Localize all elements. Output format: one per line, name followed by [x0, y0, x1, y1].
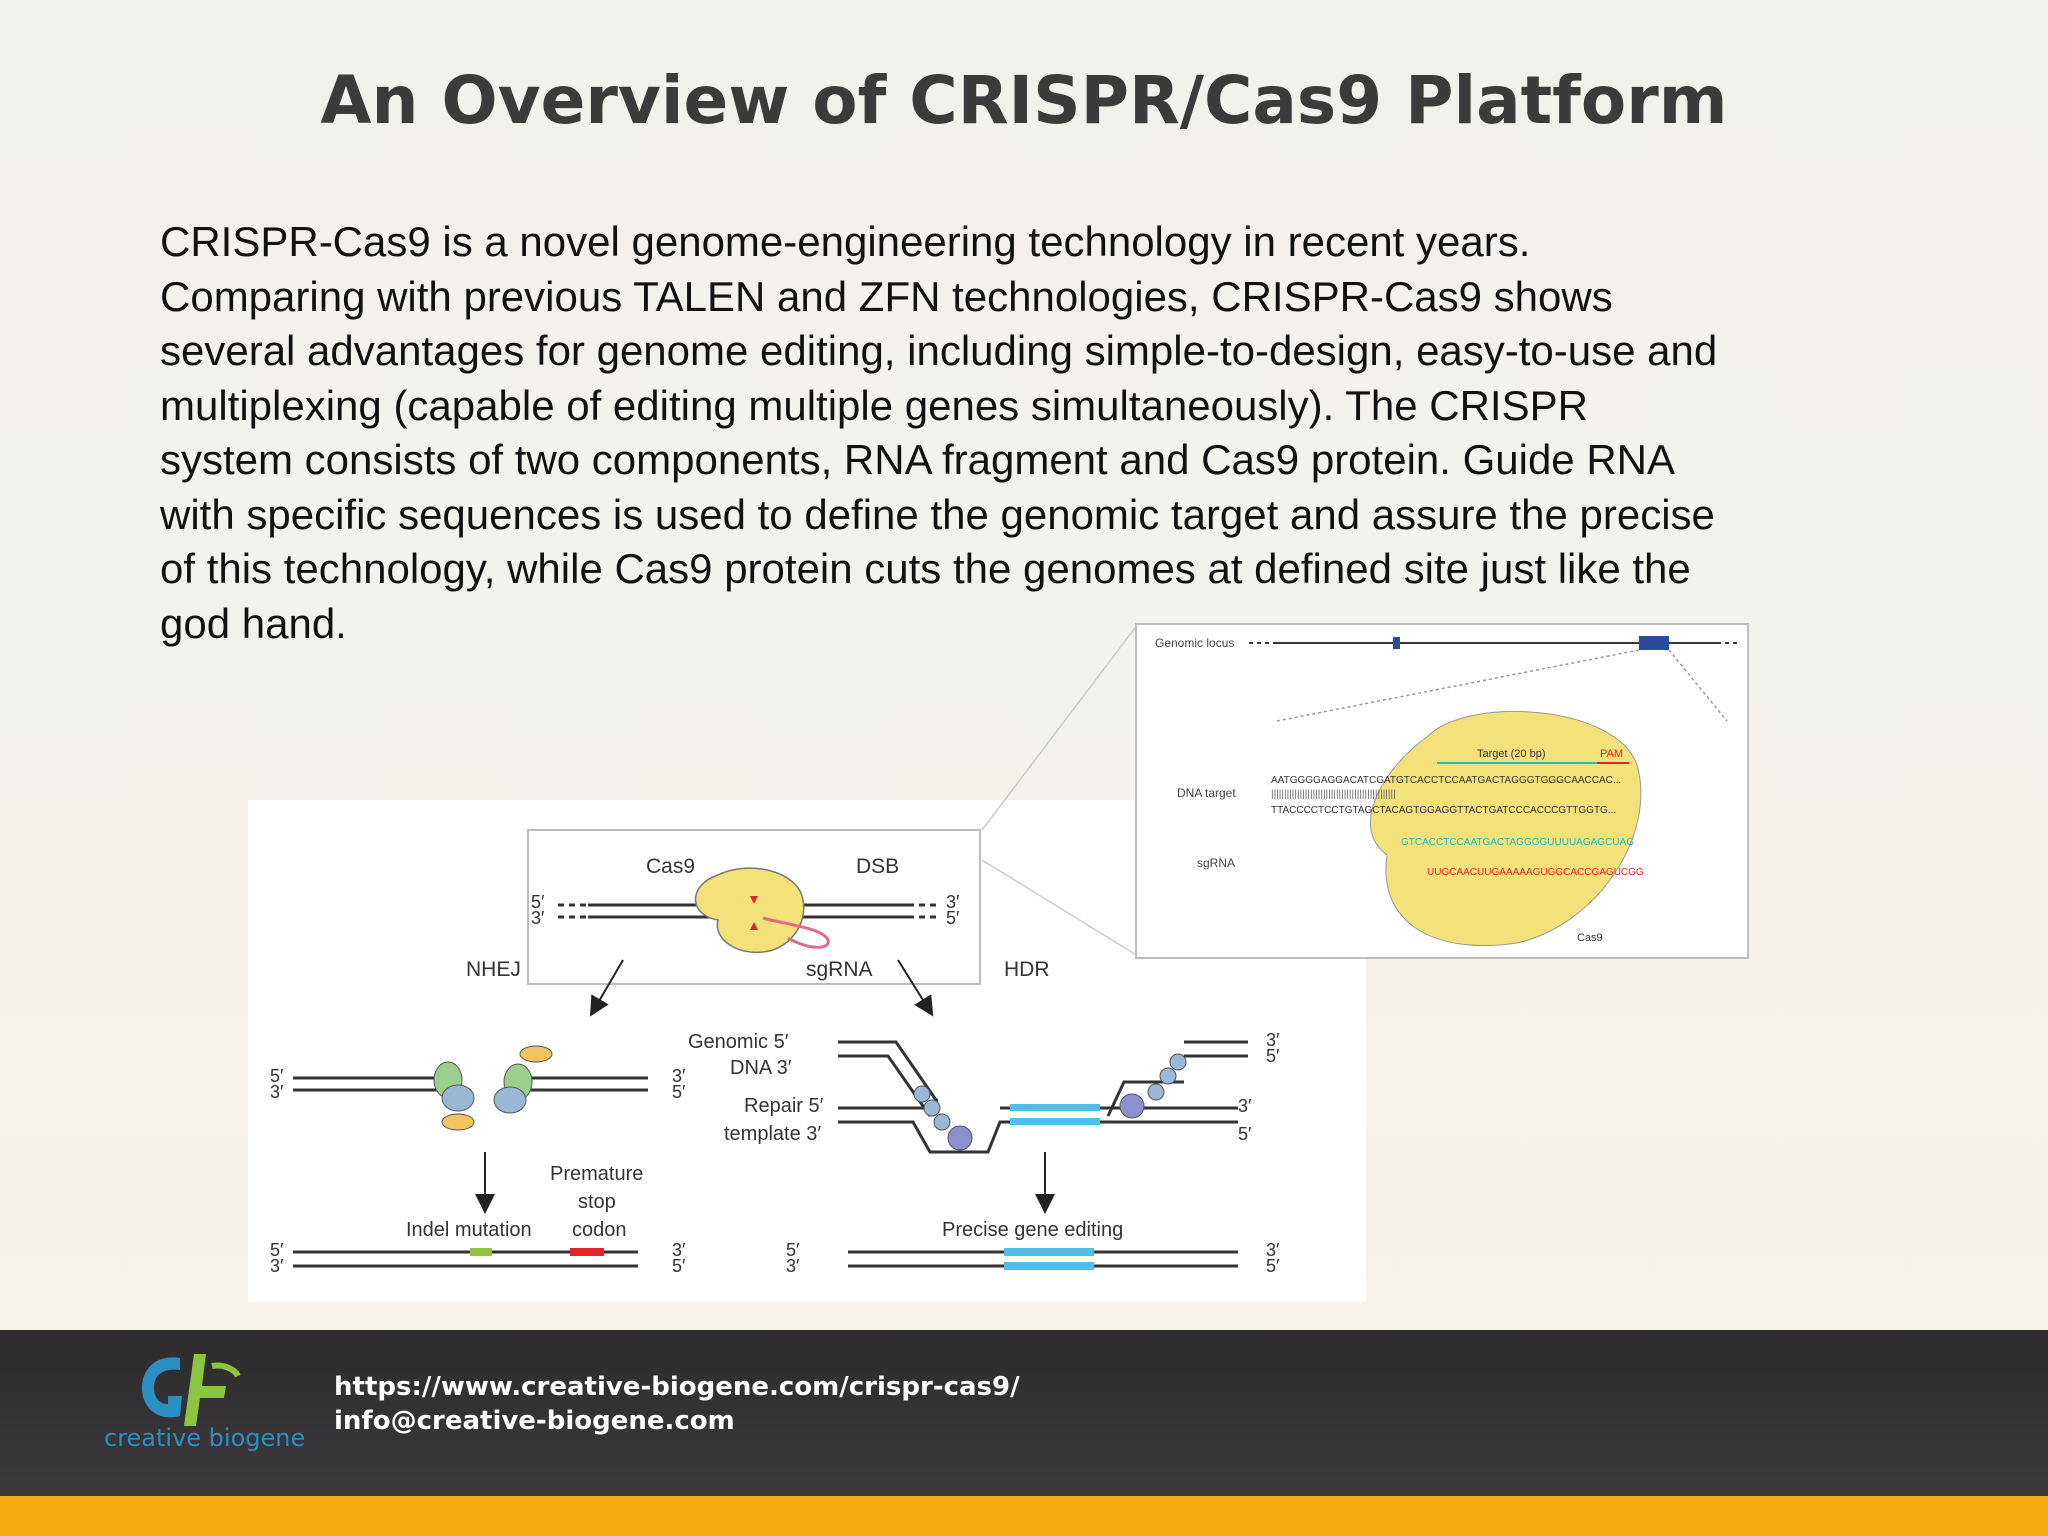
svg-text:3′: 3′	[531, 908, 545, 928]
paragraph-line: system consists of two components, RNA f…	[160, 436, 1676, 483]
svg-text:Target (20 bp): Target (20 bp)	[1477, 748, 1545, 760]
svg-text:codon: codon	[572, 1219, 627, 1241]
inset-cas9	[1369, 710, 1642, 947]
paragraph-line: Comparing with previous TALEN and ZFN te…	[160, 272, 1613, 320]
svg-text:Genomic 5′: Genomic 5′	[688, 1031, 789, 1053]
footer-email-link[interactable]: info@creative-biogene.com	[334, 1406, 735, 1436]
svg-text:3′: 3′	[270, 1082, 284, 1102]
cas9-box	[527, 829, 981, 985]
svg-text:5′: 5′	[946, 908, 960, 928]
mechanism-diagram: Cas9 DSB 5′ 3′ 3′ 5′ sgRNA NHEJ HDR 5′ 3…	[270, 829, 1280, 1276]
cas9-protein	[694, 867, 805, 954]
indel-mutation-label: Indel mutation	[406, 1219, 532, 1241]
svg-text:5′: 5′	[672, 1082, 686, 1102]
svg-text:DNA 3′: DNA 3′	[730, 1057, 792, 1079]
svg-text:3′: 3′	[1266, 1240, 1280, 1260]
cas9-label: Cas9	[646, 855, 695, 878]
svg-text:5′: 5′	[1266, 1256, 1280, 1276]
svg-text:5′: 5′	[1238, 1124, 1252, 1144]
creative-biogene-logo	[142, 1354, 241, 1426]
sgrna-inset-figure: Genomic locus Target (20 bp) PAM DNA tar…	[1135, 623, 1749, 959]
svg-text:Premature: Premature	[550, 1163, 643, 1185]
precise-editing-label: Precise gene editing	[942, 1219, 1123, 1241]
svg-text:3′: 3′	[672, 1066, 686, 1086]
svg-text:DNA target: DNA target	[1177, 786, 1236, 800]
svg-text:5′: 5′	[270, 1240, 284, 1260]
logo-text: creative biogene	[104, 1424, 306, 1452]
svg-text:3′: 3′	[946, 892, 960, 912]
paragraph-line: of this technology, while Cas9 protein c…	[160, 545, 1691, 592]
svg-text:||||||||||||||||||||||||||||||: ||||||||||||||||||||||||||||||||||||||||…	[1271, 789, 1396, 800]
dsb-label: DSB	[856, 855, 899, 878]
svg-text:5′: 5′	[1266, 1046, 1280, 1066]
paragraph-line: several advantages for genome editing, i…	[160, 327, 1718, 374]
zoom-connector	[981, 623, 1139, 957]
sgrna-label: sgRNA	[806, 958, 873, 981]
inset-diagram: Genomic locus Target (20 bp) PAM DNA tar…	[1155, 636, 1737, 947]
footer-stripe	[0, 1496, 2048, 1536]
svg-text:3′: 3′	[672, 1240, 686, 1260]
svg-text:Cas9: Cas9	[1577, 932, 1603, 944]
svg-text:3′: 3′	[270, 1256, 284, 1276]
svg-text:5′: 5′	[531, 892, 545, 912]
paragraph-line: with specific sequences is used to defin…	[160, 490, 1715, 538]
svg-text:template 3′: template 3′	[724, 1123, 821, 1145]
svg-text:3′: 3′	[786, 1256, 800, 1276]
paragraph-line: multiplexing (capable of editing multipl…	[160, 381, 1588, 429]
svg-text:Repair 5′: Repair 5′	[744, 1095, 824, 1117]
indel-mark	[470, 1248, 492, 1256]
svg-text:5′: 5′	[270, 1066, 284, 1086]
svg-text:UUGCAACUUGAAAAAGUGGCACCGAGUCGG: UUGCAACUUGAAAAAGUGGCACCGAGUCGG	[1427, 867, 1644, 878]
hdr-label: HDR	[1004, 958, 1050, 981]
footer-bar	[0, 1330, 2048, 1496]
svg-text:GTCACCTCCAATGACTAGGGGUUUUAGAGC: GTCACCTCCAATGACTAGGGGUUUUAGAGCUAG	[1401, 837, 1634, 848]
svg-text:3′: 3′	[1266, 1030, 1280, 1050]
svg-text:stop: stop	[578, 1191, 616, 1213]
svg-text:5′: 5′	[672, 1256, 686, 1276]
svg-text:Genomic locus: Genomic locus	[1155, 636, 1234, 650]
svg-text:sgRNA: sgRNA	[1197, 856, 1235, 870]
body-paragraph: CRISPR-Cas9 is a novel genome-engineerin…	[160, 215, 1880, 651]
nhej-label: NHEJ	[466, 958, 521, 981]
svg-text:3′: 3′	[1238, 1096, 1252, 1116]
paragraph-line: CRISPR-Cas9 is a novel genome-engineerin…	[160, 218, 1531, 265]
stop-codon-mark	[570, 1248, 604, 1256]
footer-url-link[interactable]: https://www.creative-biogene.com/crispr-…	[334, 1372, 1020, 1402]
svg-text:AATGGGGAGGACATCGATGTCACCTCCAAT: AATGGGGAGGACATCGATGTCACCTCCAATGACTAGGGTG…	[1271, 775, 1621, 786]
svg-text:5′: 5′	[786, 1240, 800, 1260]
svg-text:TTACCCCTCCTGTAGCTACAGTGGAGGTTA: TTACCCCTCCTGTAGCTACAGTGGAGGTTACTGATCCCAC…	[1271, 805, 1616, 816]
slide-title: An Overview of CRISPR/Cas9 Platform	[320, 62, 1728, 139]
paragraph-line: god hand.	[160, 599, 347, 647]
svg-text:PAM: PAM	[1600, 748, 1623, 760]
